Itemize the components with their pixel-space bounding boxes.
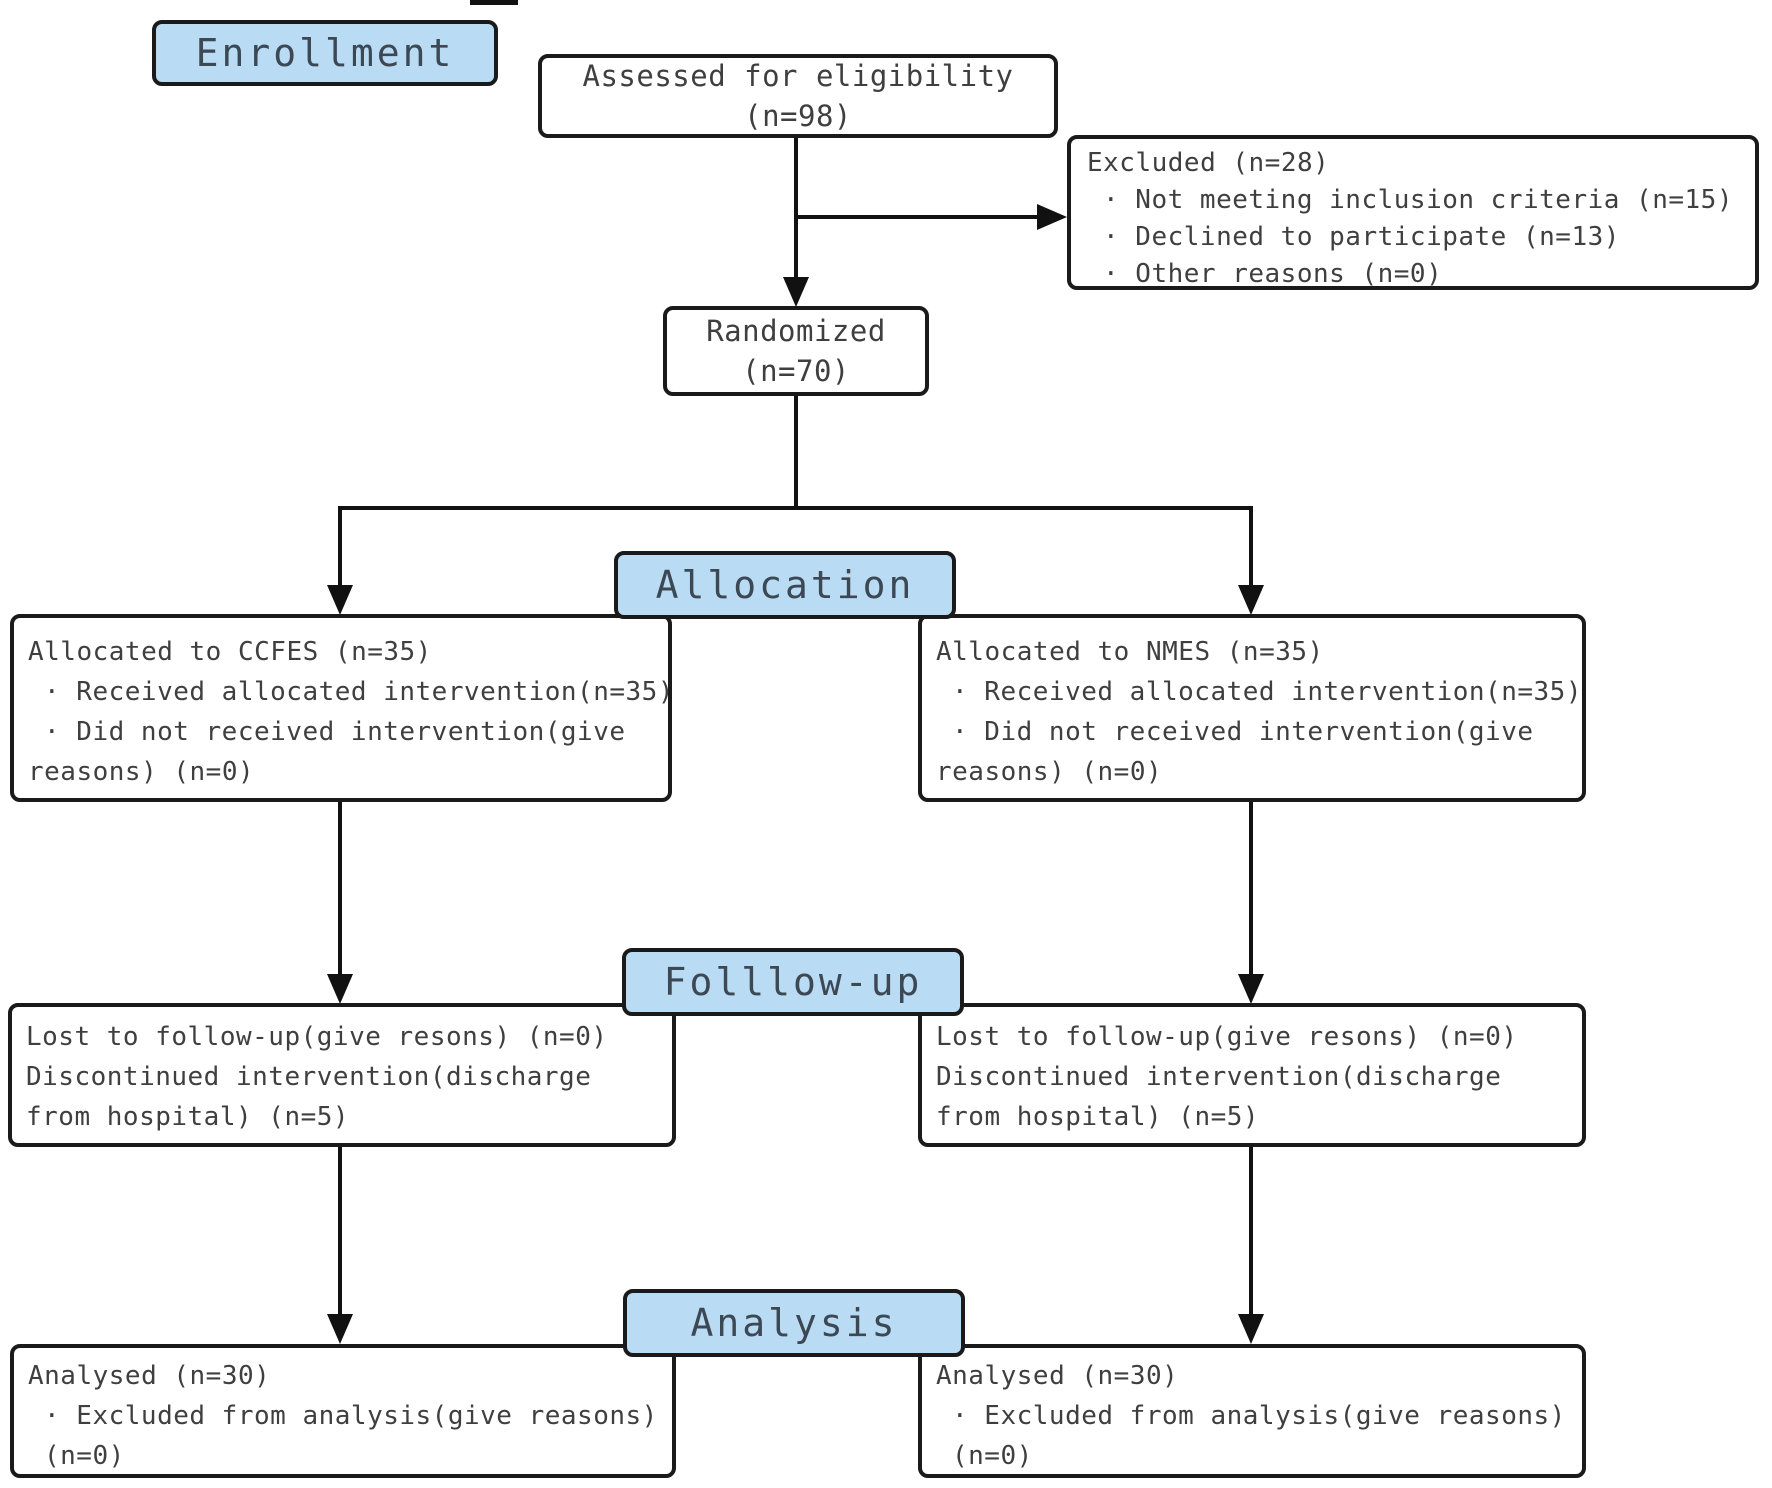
nmes-title: Allocated to NMES (n=35)	[936, 637, 1324, 667]
box-analysis-left: Analysed (n=30) · Excluded from analysis…	[10, 1344, 676, 1478]
stage-enrollment: Enrollment	[152, 20, 498, 86]
connector-split-to-nmes	[1249, 506, 1253, 588]
randomized-count: (n=70)	[742, 354, 850, 388]
assessed-count: (n=98)	[744, 99, 852, 133]
box-allocated-ccfes: Allocated to CCFES (n=35) · Received all…	[10, 614, 674, 802]
connector-split-bar	[338, 506, 1253, 510]
connector-followup-to-analysis-right	[1249, 1147, 1253, 1317]
arrowhead-into-randomized	[783, 277, 809, 307]
stage-followup: Folllow-up	[622, 948, 964, 1016]
box-assessed-eligibility: Assessed for eligibility (n=98)	[538, 54, 1058, 138]
followup-left-line2: Discontinued intervention(discharge	[26, 1062, 592, 1092]
stage-analysis-label: Analysis	[690, 1301, 898, 1345]
analysis-left-title: Analysed (n=30)	[28, 1361, 271, 1391]
followup-right-line2: Discontinued intervention(discharge	[936, 1062, 1502, 1092]
followup-left-line3: from hospital) (n=5)	[26, 1102, 350, 1132]
nmes-continuation: reasons) (n=0)	[936, 757, 1163, 787]
box-excluded: Excluded (n=28) · Not meeting inclusion …	[1067, 135, 1759, 290]
connector-branch-to-excluded	[796, 215, 1039, 219]
arrowhead-into-analysis-left	[327, 1314, 353, 1344]
arrowhead-into-ccfes	[327, 585, 353, 615]
arrowhead-into-followup-right	[1238, 974, 1264, 1004]
ccfes-bullet-1: · Received allocated intervention(n=35)	[44, 677, 674, 707]
stage-allocation: Allocation	[614, 551, 956, 619]
stage-allocation-label: Allocation	[655, 563, 915, 607]
connector-randomized-to-split	[794, 395, 798, 510]
analysis-right-continuation: (n=0)	[952, 1441, 1033, 1471]
randomized-line1: Randomized	[706, 314, 886, 348]
top-crop-artifact	[470, 0, 518, 5]
box-analysis-right: Analysed (n=30) · Excluded from analysis…	[918, 1344, 1586, 1478]
ccfes-continuation: reasons) (n=0)	[28, 757, 255, 787]
excluded-item-2: · Declined to participate (n=13)	[1103, 222, 1620, 252]
box-followup-left: Lost to follow-up(give resons) (n=0) Dis…	[8, 1003, 676, 1147]
connector-ccfes-to-followup	[338, 802, 342, 977]
connector-followup-to-analysis-left	[338, 1147, 342, 1317]
followup-left-line1: Lost to follow-up(give resons) (n=0)	[26, 1022, 608, 1052]
stage-enrollment-label: Enrollment	[195, 31, 455, 75]
analysis-left-continuation: (n=0)	[44, 1441, 125, 1471]
excluded-item-1: · Not meeting inclusion criteria (n=15)	[1103, 185, 1733, 215]
arrowhead-into-excluded	[1037, 204, 1067, 230]
analysis-right-bullet: · Excluded from analysis(give reasons)	[952, 1401, 1566, 1431]
analysis-left-bullet: · Excluded from analysis(give reasons)	[44, 1401, 658, 1431]
nmes-bullet-1: · Received allocated intervention(n=35)	[952, 677, 1582, 707]
arrowhead-into-nmes	[1238, 585, 1264, 615]
box-randomized: Randomized (n=70)	[663, 306, 929, 396]
analysis-right-title: Analysed (n=30)	[936, 1361, 1179, 1391]
followup-right-line3: from hospital) (n=5)	[936, 1102, 1260, 1132]
ccfes-title: Allocated to CCFES (n=35)	[28, 637, 432, 667]
excluded-item-3: · Other reasons (n=0)	[1103, 259, 1443, 289]
connector-split-to-ccfes	[338, 506, 342, 588]
connector-nmes-to-followup	[1249, 802, 1253, 977]
assessed-line1: Assessed for eligibility	[582, 59, 1014, 93]
arrowhead-into-followup-left	[327, 974, 353, 1004]
nmes-bullet-2: · Did not received intervention(give	[952, 717, 1534, 747]
followup-right-line1: Lost to follow-up(give resons) (n=0)	[936, 1022, 1518, 1052]
box-allocated-nmes: Allocated to NMES (n=35) · Received allo…	[918, 614, 1586, 802]
box-followup-right: Lost to follow-up(give resons) (n=0) Dis…	[918, 1003, 1586, 1147]
connector-assessed-to-randomized	[794, 138, 798, 280]
excluded-title: Excluded (n=28)	[1087, 148, 1330, 178]
stage-followup-label: Folllow-up	[663, 960, 923, 1004]
arrowhead-into-analysis-right	[1238, 1314, 1264, 1344]
stage-analysis: Analysis	[623, 1289, 965, 1357]
ccfes-bullet-2: · Did not received intervention(give	[44, 717, 626, 747]
